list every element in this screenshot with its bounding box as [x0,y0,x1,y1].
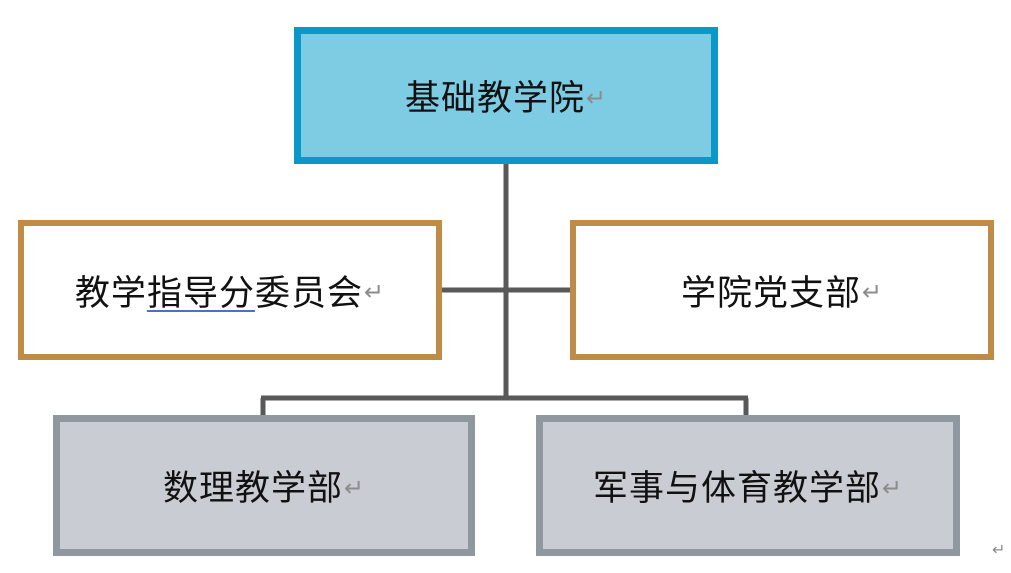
node-label: 军事与体育教学部 [592,469,881,509]
paragraph-mark-icon: ↵ [363,278,386,306]
node-basic-teaching-college: 基础教学院↵ [294,27,718,164]
node-label: 学院党支部 [680,273,861,314]
node-military-sports-dept: 军事与体育教学部↵ [536,415,960,556]
node-math-physics-dept: 数理教学部↵ [53,415,475,556]
page-paragraph-mark-icon: ↵ [992,540,1006,559]
paragraph-mark-icon: ↵ [881,473,904,502]
node-label-start: 教学 [74,273,147,314]
node-party-branch: 学院党支部↵ [570,220,994,360]
node-label: 数理教学部 [162,469,343,509]
paragraph-mark-icon: ↵ [343,473,366,502]
node-label-end: 委员会 [254,273,363,314]
paragraph-mark-icon: ↵ [861,278,884,306]
paragraph-mark-icon: ↵ [585,83,608,112]
node-label-underlined: 指导分 [146,273,255,314]
node-teaching-guidance-committee: 教学指导分委员会↵ [18,220,442,360]
node-label: 基础教学院 [404,79,585,119]
